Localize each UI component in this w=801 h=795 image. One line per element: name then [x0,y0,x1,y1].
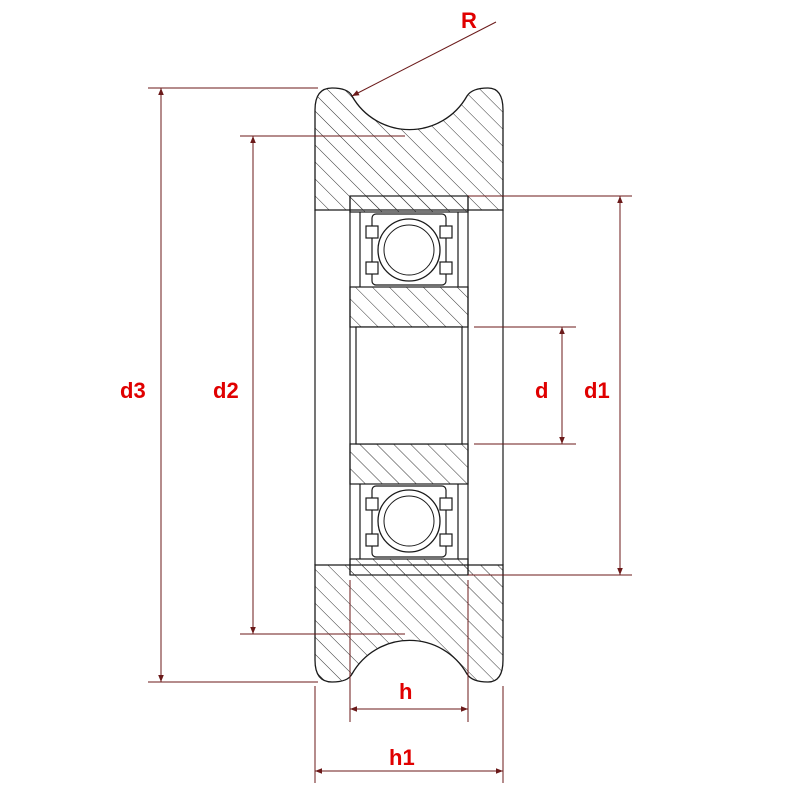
dimension-h [349,580,469,722]
bearing-inner-ring-bottom [349,443,469,485]
label-R: R [461,8,477,33]
bearing-outer-ring-bottom [349,558,469,576]
bearing-side-walls [349,196,469,575]
ball-bottom [377,489,441,553]
label-d2: d2 [213,378,239,403]
wheel-top-section [314,87,504,211]
label-d1: d1 [584,378,610,403]
label-d: d [535,378,548,403]
ball-top [377,218,441,282]
label-h: h [399,679,412,704]
dimension-d1 [468,195,632,576]
dimension-d2 [240,135,405,635]
dimension-d [474,326,576,445]
wheel-bottom-section [314,564,504,683]
dimension-d3 [148,87,318,683]
label-d3: d3 [120,378,146,403]
leader-R [351,21,497,97]
bearing-inner-ring-top [349,286,469,328]
label-h1: h1 [389,745,415,770]
bore [355,326,463,445]
bearing-outer-ring-top [349,195,469,213]
dimension-h1 [314,686,504,783]
wheel-side-walls [314,210,504,565]
